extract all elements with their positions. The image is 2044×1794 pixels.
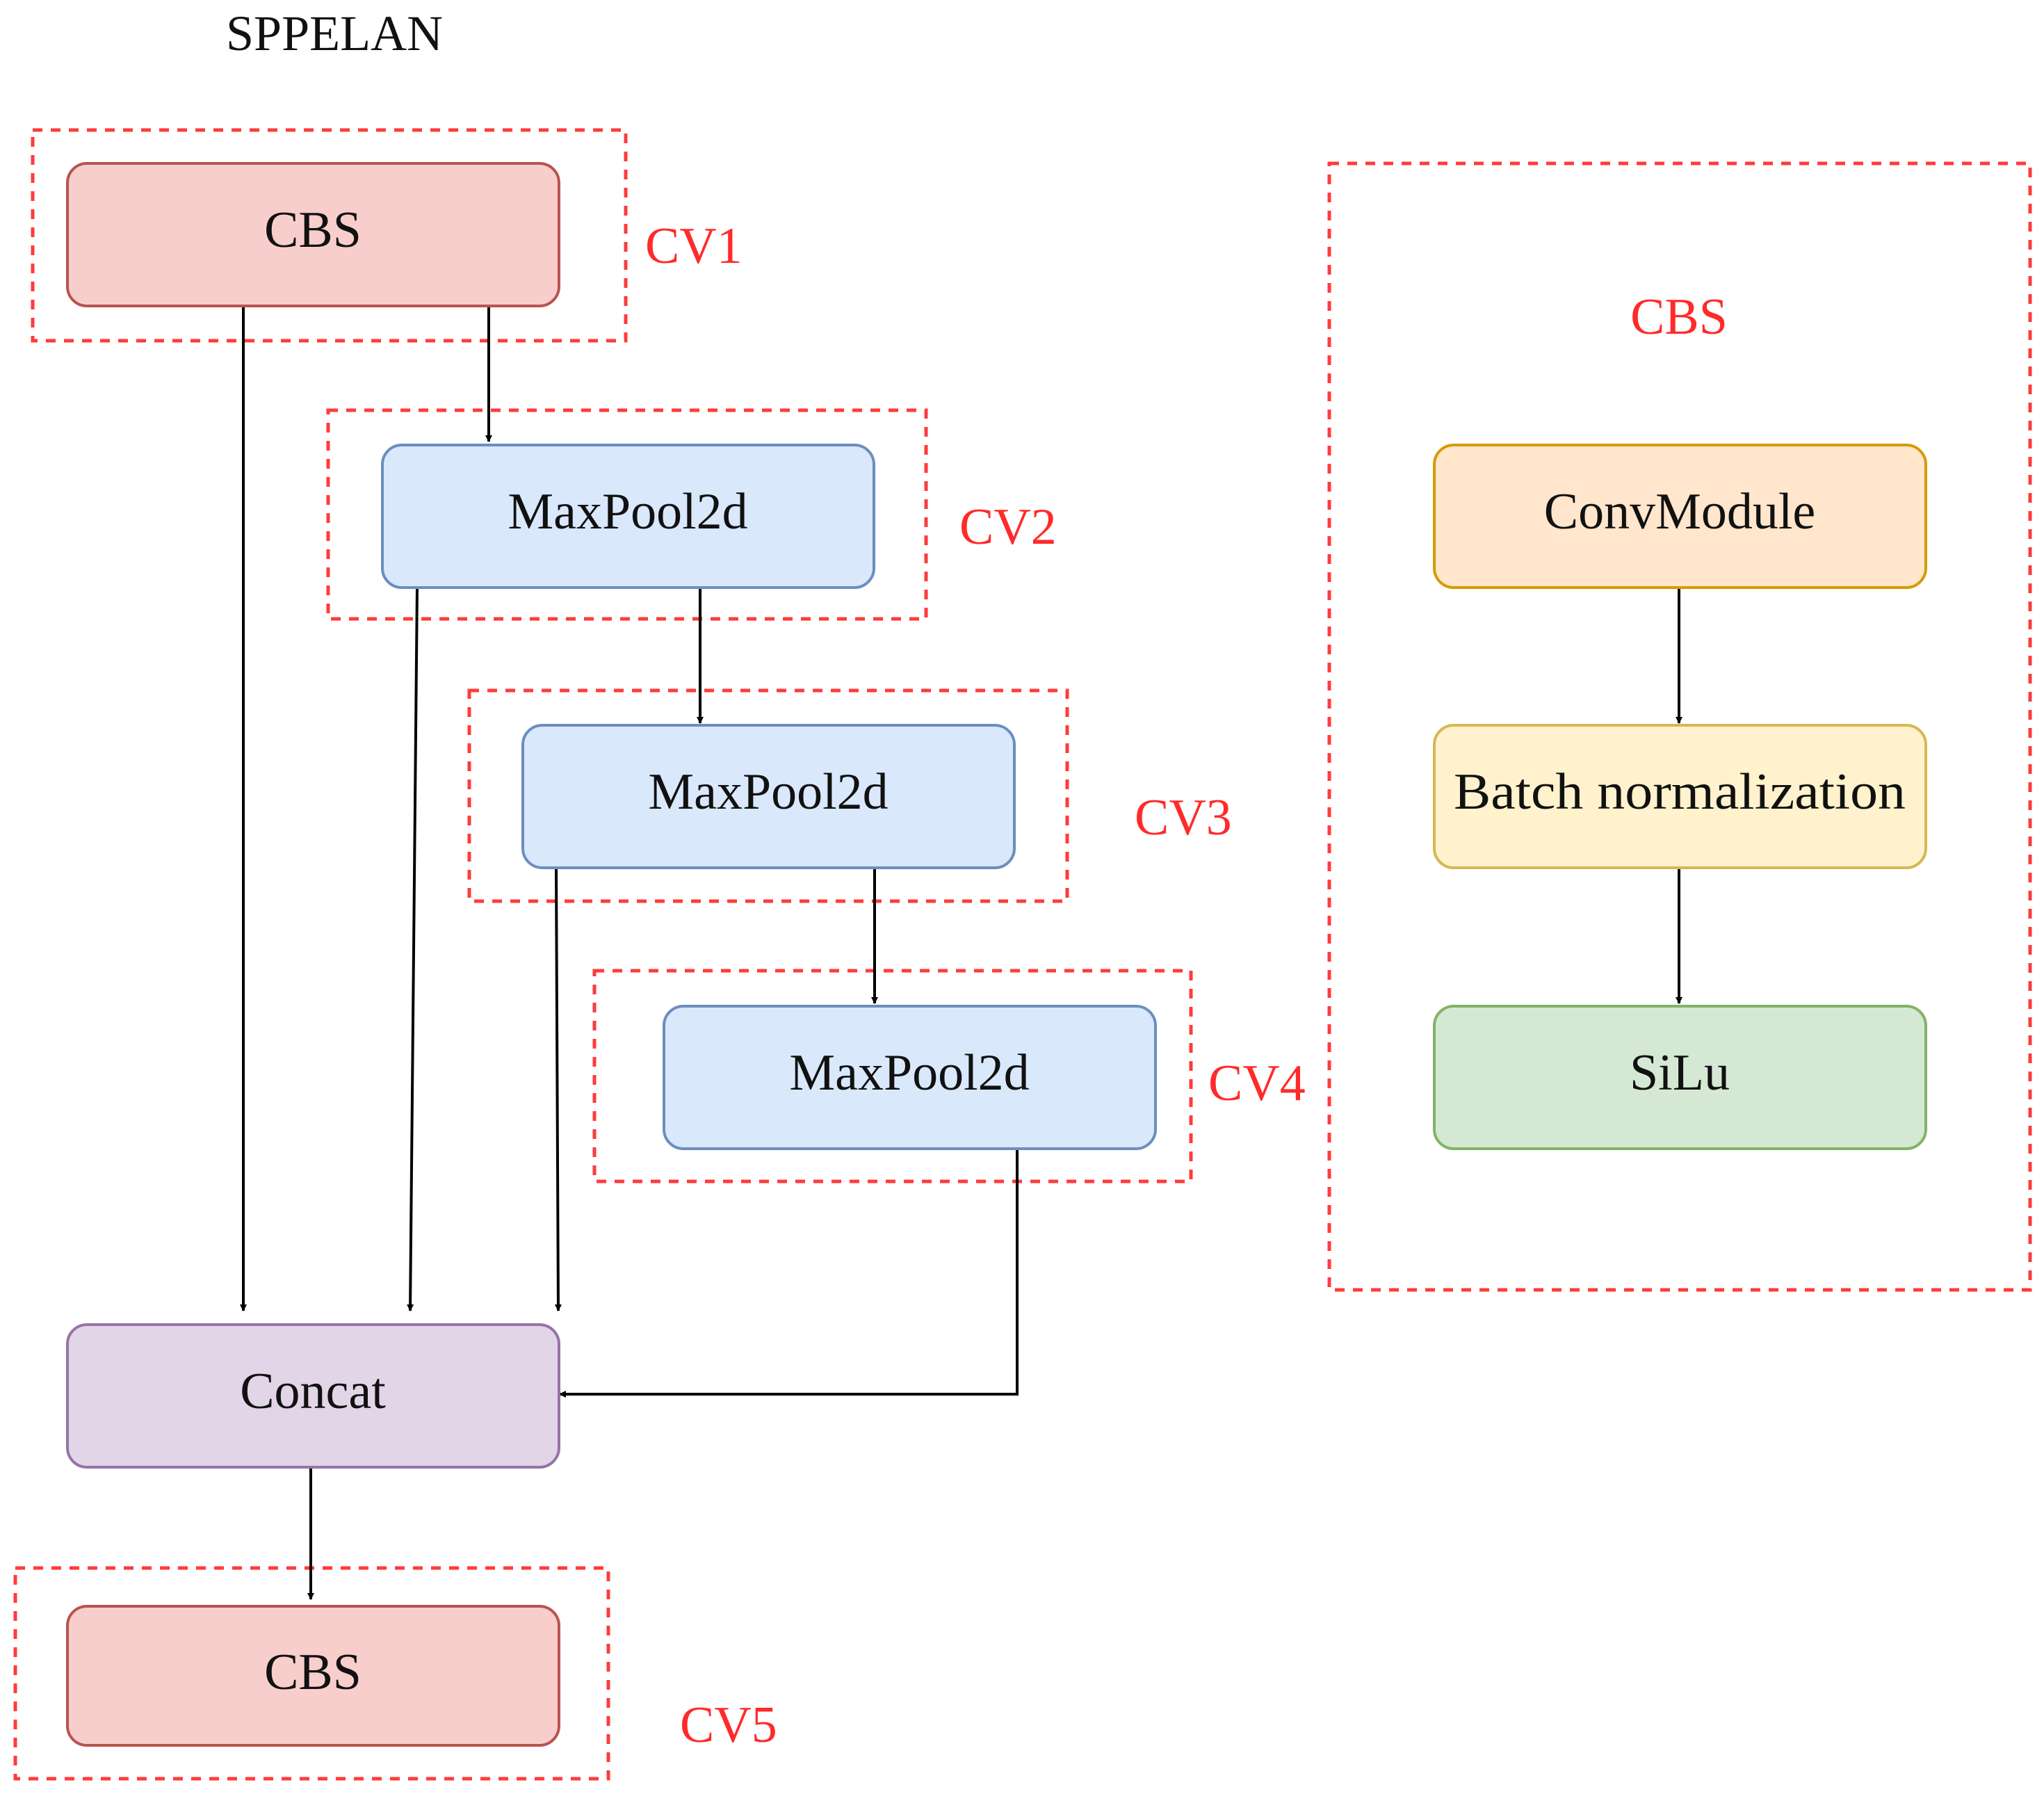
cv2-label: MaxPool2d [508,483,747,540]
cv4-label: MaxPool2d [789,1044,1029,1101]
cv1-label: CBS [264,202,362,259]
cv2-group-border [326,408,928,621]
cv4-tag: CV4 [1208,1055,1306,1112]
cv1-group-border [31,128,628,343]
batchnorm-label: Batch normalization [1454,763,1906,821]
cv5-tag: CV5 [680,1697,777,1754]
silu-label: SiLu [1630,1044,1730,1101]
batchnorm-node: Batch normalization [1433,724,1927,869]
cv3-label: MaxPool2d [648,763,888,821]
cv4-box [663,1005,1157,1150]
cv1-box [66,162,560,307]
cv1-node: CBS [66,162,560,307]
cv4-node: MaxPool2d [663,1005,1157,1150]
cv5-node: CBS [66,1605,560,1747]
cv5-box [66,1605,560,1747]
cv3-box [521,724,1016,869]
convmodule-node: ConvModule [1433,444,1927,589]
cbs-detail-border [1327,161,2032,1292]
convmodule-box [1433,444,1927,589]
batchnorm-box [1433,724,1927,869]
cv2-node: MaxPool2d [381,444,875,589]
edge-cv3-to-concat [554,867,562,1311]
cv1-tag: CV1 [645,218,743,275]
cv3-group-border [467,688,1069,903]
concat-node: Concat [66,1323,560,1469]
cv2-tag: CV2 [959,499,1057,556]
silu-box [1433,1005,1927,1150]
cv2-box [381,444,875,589]
silu-node: SiLu [1433,1005,1927,1150]
convmodule-label: ConvModule [1544,483,1816,540]
cv5-label: CBS [264,1644,362,1701]
edge-cv4-to-concat [559,1149,1019,1398]
cv4-group-border [592,969,1193,1183]
edge-cv2-to-concat [407,587,419,1311]
diagram-title: SPPELAN [226,6,443,61]
cbs-detail-title: CBS [1630,289,1728,346]
concat-box [66,1323,560,1469]
cv3-tag: CV3 [1135,789,1232,846]
concat-label: Concat [240,1363,386,1420]
cv3-node: MaxPool2d [521,724,1016,869]
